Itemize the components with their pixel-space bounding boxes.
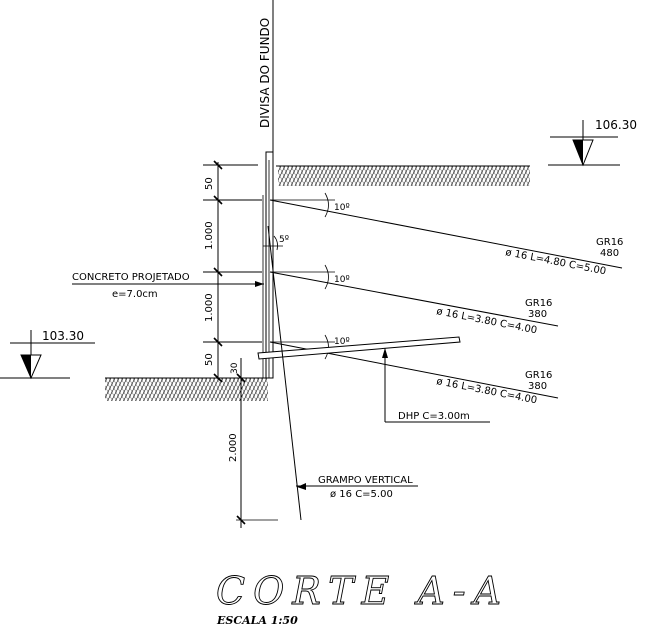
dim-1000-lower: 1.000 <box>204 293 215 322</box>
grampo-label: GRAMPO VERTICAL <box>318 475 413 486</box>
dhp-drain: DHP C=3.00m <box>257 336 490 423</box>
anchor-1-size: 480 <box>600 248 619 259</box>
anchor-2-size: 380 <box>528 309 547 320</box>
anchor-1-id: GR16 <box>596 237 623 248</box>
level-marker-top: 106.30 <box>548 118 637 167</box>
anchor-1: 10º GR16 480 ø 16 L=4.80 C=5.00 <box>269 192 623 277</box>
drawing-title: CORTE A-A <box>216 569 509 613</box>
dim-50-bottom: 50 <box>204 353 215 366</box>
grampo-spec: ø 16 C=5.00 <box>330 489 393 500</box>
shotcrete-wall <box>262 151 274 379</box>
dim-2000: 2.000 <box>228 433 239 462</box>
dhp-label: DHP C=3.00m <box>398 411 470 422</box>
anchor-2: 10º GR16 380 ø 16 L=3.80 C=4.00 <box>269 264 559 336</box>
angle-1: 10º <box>334 203 350 213</box>
level-marker-bottom: 103.30 <box>0 329 95 380</box>
dim-1000-upper: 1.000 <box>204 221 215 250</box>
concrete-callout: CONCRETO PROJETADO e=7.0cm <box>72 272 264 300</box>
level-top-label: 106.30 <box>595 118 637 132</box>
level-bottom-label: 103.30 <box>42 329 84 343</box>
angle-2: 10º <box>334 275 350 285</box>
drawing-scale: ESCALA 1:50 <box>216 614 298 627</box>
wall-label: DIVISA DO FUNDO <box>258 18 272 128</box>
lower-dimensions: 30 2.000 <box>228 358 278 528</box>
concrete-thickness: e=7.0cm <box>112 289 158 300</box>
anchor-3-id: GR16 <box>525 370 552 381</box>
dimension-chain: 50 1.000 1.000 50 <box>203 160 262 383</box>
angle-3: 10º <box>334 337 350 347</box>
anchor-2-spec: ø 16 L=3.80 C=4.00 <box>435 306 537 336</box>
anchor-3-size: 380 <box>528 381 547 392</box>
dim-50-top: 50 <box>204 177 215 190</box>
concrete-label: CONCRETO PROJETADO <box>72 272 190 283</box>
dim-30: 30 <box>230 362 240 374</box>
inclination-angle: 5º <box>279 235 289 245</box>
upper-ground <box>276 165 530 186</box>
anchor-2-id: GR16 <box>525 298 552 309</box>
grampo-vertical: 5º GRAMPO VERTICAL ø 16 C=5.00 <box>263 225 418 521</box>
